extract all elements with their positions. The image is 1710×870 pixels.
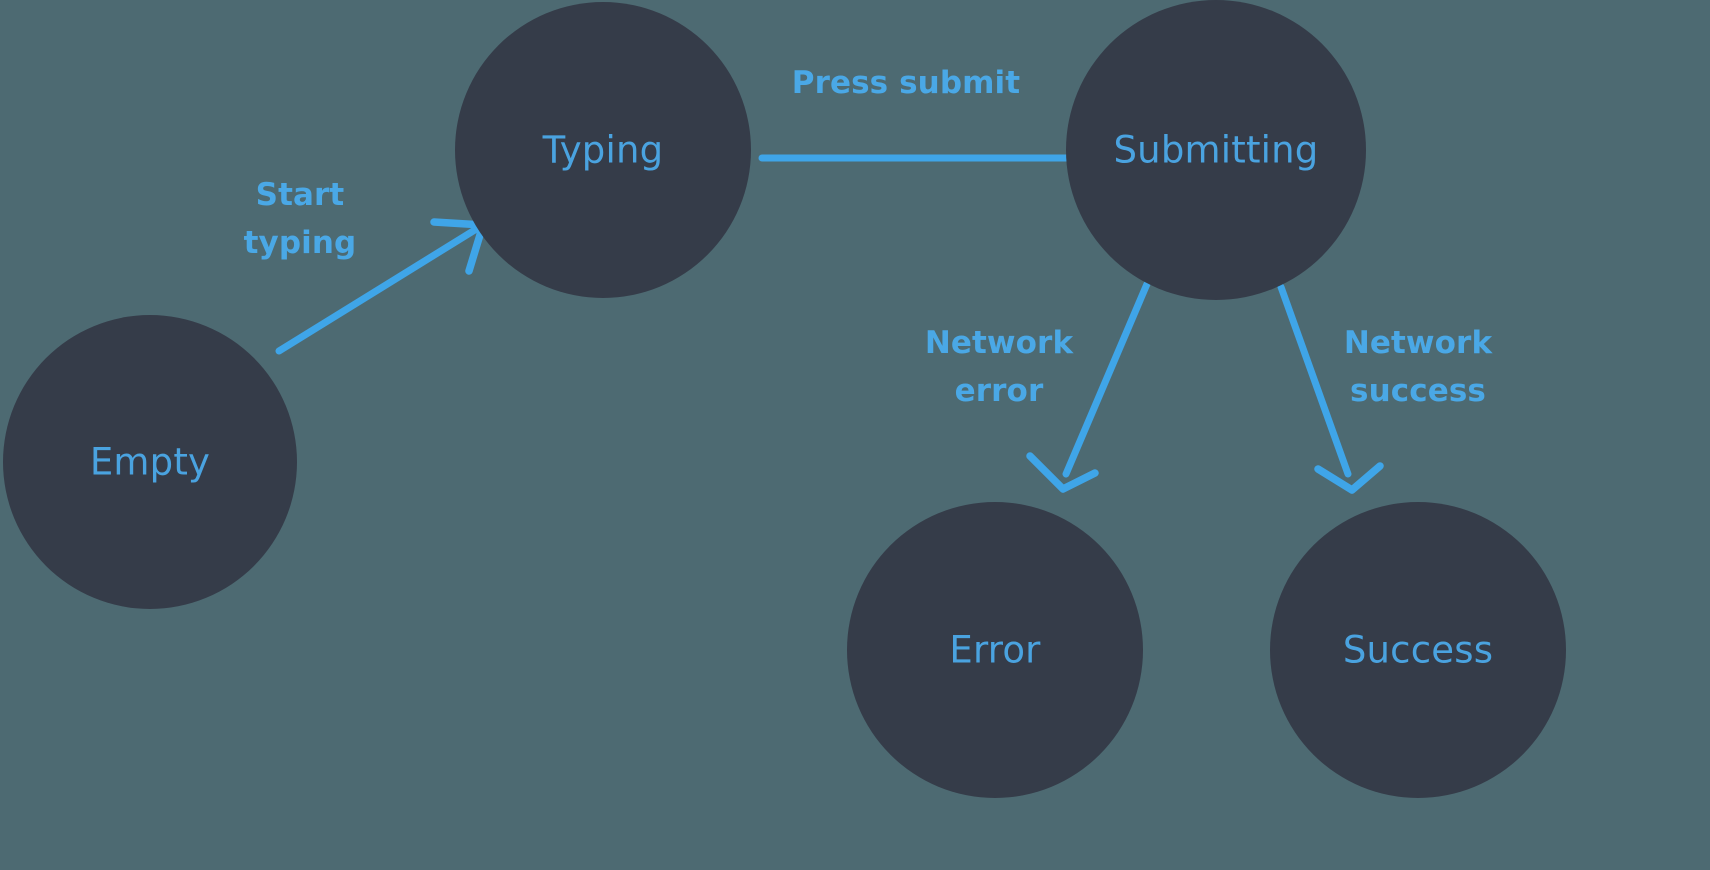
edge-label-submitting-to-error: Network error — [925, 325, 1075, 409]
state-node-circle-empty[interactable] — [3, 315, 297, 609]
state-node-typing[interactable]: Typing — [455, 2, 751, 298]
edge-label-typing-to-submitting: Press submit — [792, 65, 1020, 101]
state-node-submitting[interactable]: Submitting — [1066, 0, 1366, 300]
edges-layer — [275, 121, 1384, 494]
edge-line-submitting-to-success — [1277, 283, 1352, 478]
state-node-empty[interactable]: Empty — [3, 315, 297, 609]
state-node-label-submitting: Submitting — [1114, 129, 1319, 172]
edge-submitting-to-error — [1026, 280, 1151, 493]
edge-label-line: Press submit — [792, 65, 1020, 101]
edge-label-line: success — [1350, 373, 1486, 409]
state-node-circle-typing[interactable] — [455, 2, 751, 298]
edge-label-line: Start — [256, 177, 345, 213]
edge-submitting-to-success — [1277, 283, 1384, 494]
arrowhead-icon-submitting-to-success — [1314, 462, 1384, 494]
edge-line-submitting-to-error — [1062, 280, 1151, 478]
edge-label-line: error — [955, 373, 1044, 409]
state-node-circle-error[interactable] — [847, 502, 1143, 798]
edge-label-line: Network — [925, 325, 1075, 361]
arrowhead-icon-submitting-to-error — [1026, 452, 1099, 493]
state-node-circle-submitting[interactable] — [1066, 0, 1366, 300]
edge-label-submitting-to-success: Network success — [1344, 325, 1494, 409]
state-node-circle-success[interactable] — [1270, 502, 1566, 798]
edge-line-empty-to-typing — [275, 224, 482, 355]
state-node-label-typing: Typing — [542, 129, 664, 172]
edge-label-empty-to-typing: Start typing — [244, 177, 357, 261]
edge-label-line: typing — [244, 225, 357, 261]
state-node-error[interactable]: Error — [847, 502, 1143, 798]
state-node-success[interactable]: Success — [1270, 502, 1566, 798]
state-node-label-empty: Empty — [90, 441, 210, 484]
state-node-label-error: Error — [949, 629, 1041, 672]
state-node-label-success: Success — [1343, 629, 1493, 672]
edge-label-line: Network — [1344, 325, 1494, 361]
